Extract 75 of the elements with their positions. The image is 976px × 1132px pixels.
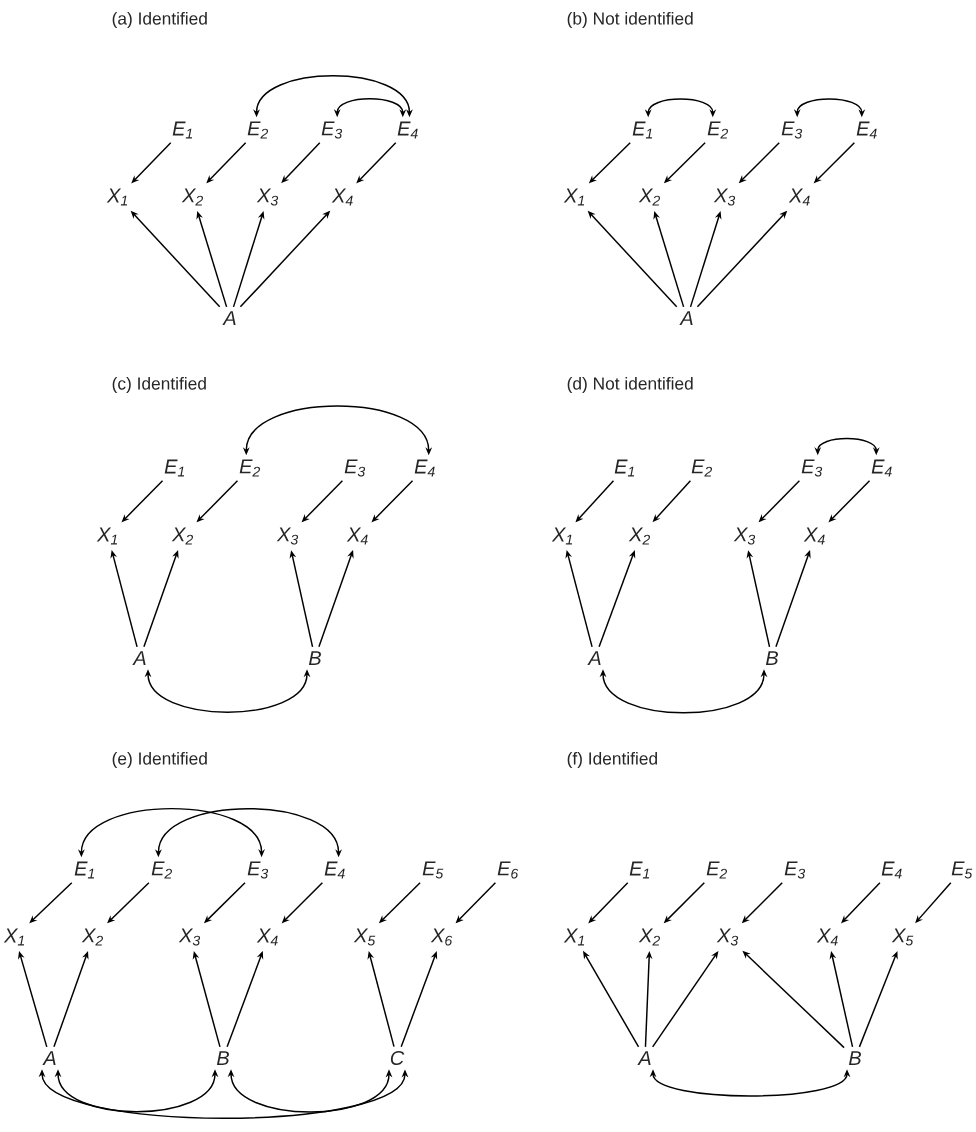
variable-label: X$_{4}$ bbox=[346, 527, 368, 545]
variable-label: E$_{2}$ bbox=[247, 121, 268, 139]
variable-label: B bbox=[216, 1051, 229, 1065]
variable-label: X$_{3}$ bbox=[178, 928, 201, 946]
variable-label: C bbox=[390, 1050, 405, 1066]
variable-label: X$_{4}$ bbox=[256, 928, 278, 946]
variable-label: E$_{2}$ bbox=[706, 861, 727, 879]
variable-label: E$_{6}$ bbox=[497, 861, 519, 879]
variable-label: X$_{3}$ bbox=[716, 928, 739, 946]
variable-label: X$_{3}$ bbox=[276, 527, 299, 545]
panel-title: (e) Identified bbox=[112, 751, 207, 769]
variable-label: E$_{5}$ bbox=[951, 861, 973, 879]
panel-title: (b) Not identified bbox=[567, 11, 693, 29]
variable-label: B bbox=[765, 651, 778, 665]
variable-label: E$_{1}$ bbox=[74, 861, 95, 879]
arrow bbox=[53, 951, 89, 1048]
panel-title: (a) Identified bbox=[112, 11, 207, 29]
variable-label: E$_{1}$ bbox=[172, 121, 193, 139]
variable-label: X$_{2}$ bbox=[181, 188, 203, 206]
variable-label: X$_{1}$ bbox=[106, 188, 128, 206]
variable-label: E$_{4}$ bbox=[324, 861, 345, 879]
variable-label: X$_{2}$ bbox=[638, 188, 660, 206]
variable-label: E$_{4}$ bbox=[414, 459, 435, 477]
variable-label: X$_{3}$ bbox=[733, 527, 756, 545]
variable-label: X$_{2}$ bbox=[638, 928, 660, 946]
variable-label: A bbox=[222, 311, 236, 325]
variable-label: X$_{2}$ bbox=[628, 527, 650, 545]
variable-label: X$_{6}$ bbox=[430, 928, 453, 946]
variable-label: E$_{2}$ bbox=[707, 121, 728, 139]
panel-title: (d) Not identified bbox=[567, 376, 693, 394]
variable-label: E$_{1}$ bbox=[632, 121, 653, 139]
variable-label: E$_{1}$ bbox=[164, 459, 185, 477]
variable-label: X$_{4}$ bbox=[816, 928, 838, 946]
variable-label: E$_{5}$ bbox=[422, 861, 444, 879]
variable-label: X$_{1}$ bbox=[3, 928, 25, 946]
variable-label: X$_{1}$ bbox=[96, 527, 118, 545]
arrow bbox=[143, 550, 179, 648]
variable-label: X$_{1}$ bbox=[563, 188, 585, 206]
variable-label: E$_{3}$ bbox=[247, 861, 269, 879]
arrow bbox=[858, 951, 898, 1048]
variable-label: A bbox=[132, 651, 146, 665]
variable-label: E$_{4}$ bbox=[881, 861, 902, 879]
variable-label: E$_{4}$ bbox=[397, 121, 418, 139]
variable-label: E$_{4}$ bbox=[856, 121, 877, 139]
variable-label: A bbox=[587, 651, 601, 665]
variable-label: A bbox=[637, 1051, 651, 1065]
panel-title: (c) Identified bbox=[112, 376, 206, 394]
variable-label: A bbox=[679, 311, 693, 325]
variable-label: E$_{1}$ bbox=[614, 459, 635, 477]
variable-label: E$_{2}$ bbox=[239, 459, 260, 477]
variable-label: E$_{1}$ bbox=[629, 861, 650, 879]
variable-label: X$_{5}$ bbox=[353, 928, 376, 946]
arrow bbox=[598, 550, 636, 648]
variable-label: X$_{5}$ bbox=[891, 928, 914, 946]
variable-label: X$_{1}$ bbox=[551, 527, 573, 545]
variable-label: X$_{2}$ bbox=[81, 928, 103, 946]
variable-label: X$_{2}$ bbox=[171, 527, 193, 545]
variable-label: B bbox=[848, 1051, 861, 1065]
variable-label: X$_{3}$ bbox=[256, 188, 279, 206]
variable-label: X$_{4}$ bbox=[788, 188, 810, 206]
variable-label: E$_{4}$ bbox=[871, 459, 892, 477]
variable-label: E$_{3}$ bbox=[784, 861, 806, 879]
variable-label: X$_{4}$ bbox=[331, 188, 353, 206]
variable-label: X$_{4}$ bbox=[803, 527, 825, 545]
variable-label: X$_{3}$ bbox=[713, 188, 736, 206]
variable-label: E$_{2}$ bbox=[691, 459, 712, 477]
variable-label: A bbox=[42, 1051, 56, 1065]
variable-label: B bbox=[308, 651, 321, 665]
variable-label: E$_{3}$ bbox=[801, 459, 823, 477]
variable-label: E$_{3}$ bbox=[781, 121, 803, 139]
variable-label: E$_{3}$ bbox=[321, 121, 343, 139]
panel-title: (f) Identified bbox=[567, 751, 657, 769]
variable-label: X$_{1}$ bbox=[563, 928, 585, 946]
variable-label: E$_{3}$ bbox=[344, 459, 366, 477]
variable-label: E$_{2}$ bbox=[151, 861, 172, 879]
